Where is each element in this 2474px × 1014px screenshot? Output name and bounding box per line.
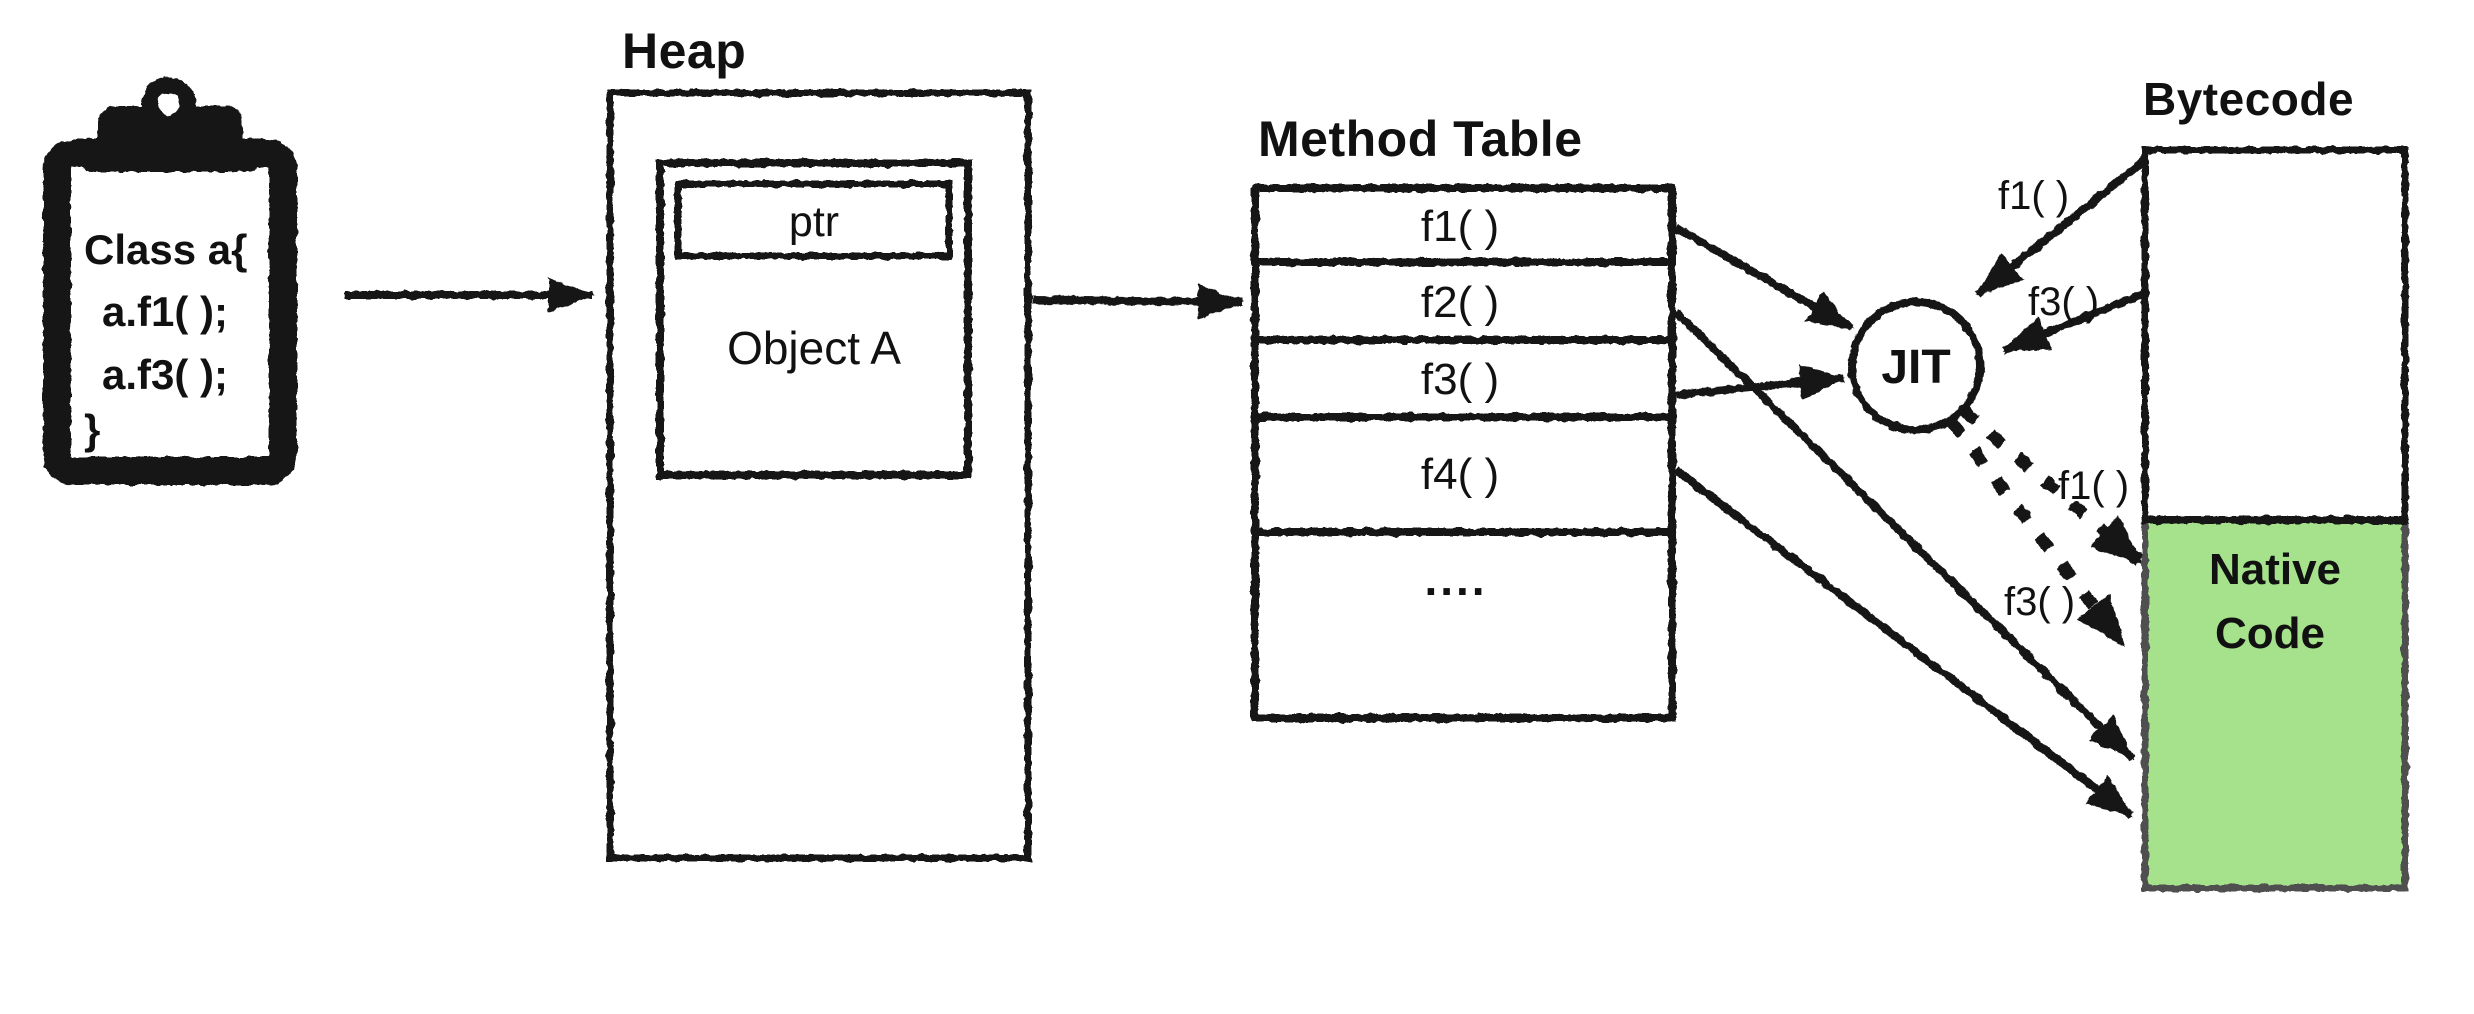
arrow-f3-to-jit (1675, 364, 1846, 401)
bytecode-box (2141, 146, 2409, 524)
method-table-row-f1: f1( ) (1420, 202, 1500, 251)
method-table-row-more: .... (1424, 553, 1488, 605)
method-table-title: Method Table (1258, 111, 1583, 167)
object-a-label: Object A (727, 322, 901, 374)
arrow-bytecode-f3-to-jit (2002, 289, 2147, 354)
flow-label-native-f3: f3( ) (2004, 580, 2076, 624)
arrow-bytecode-f1-to-jit (1975, 156, 2148, 298)
clipboard-code-line-1: Class a{ (84, 226, 248, 273)
heap-title: Heap (622, 23, 747, 79)
jit-circle (1848, 298, 1984, 434)
clipboard-clip-ring-hole (158, 93, 180, 115)
flow-label-bytecode-f1: f1( ) (1998, 174, 2070, 218)
method-table-row-f4: f4( ) (1420, 450, 1500, 499)
method-table-box (1251, 184, 1676, 722)
native-code-label-line-1: Native (2208, 545, 2342, 594)
ptr-label: ptr (788, 198, 840, 246)
method-table-row-f3: f3( ) (1420, 355, 1500, 404)
arrow-heap-to-method-table (1031, 283, 1244, 320)
dashed-arrow-jit-to-native-f3 (1947, 418, 2129, 650)
flow-label-native-f1: f1( ) (2058, 464, 2130, 508)
method-table-row-f2: f2( ) (1420, 278, 1500, 327)
clipboard-code-line-2: a.f1( ); (102, 288, 228, 335)
jit-label: JIT (1881, 341, 1951, 394)
dashed-arrow-jit-to-native-f1 (1959, 405, 2146, 569)
arrow-f4-to-native-code (1673, 466, 2135, 820)
native-code-label-line-2: Code (2215, 609, 2325, 658)
clipboard-code-line-4: } (84, 406, 101, 453)
clipboard-code-line-3: a.f3( ); (102, 351, 228, 398)
arrow-f2-to-native-code (1673, 309, 2135, 761)
arrow-f1-to-jit (1674, 224, 1854, 332)
flow-label-bytecode-f3: f3( ) (2028, 280, 2100, 324)
clipboard-icon (43, 77, 297, 485)
ptr-box (674, 180, 953, 260)
bytecode-title: Bytecode (2143, 73, 2355, 125)
clipboard-clip-bar (98, 106, 242, 160)
native-code-box (2141, 516, 2409, 892)
